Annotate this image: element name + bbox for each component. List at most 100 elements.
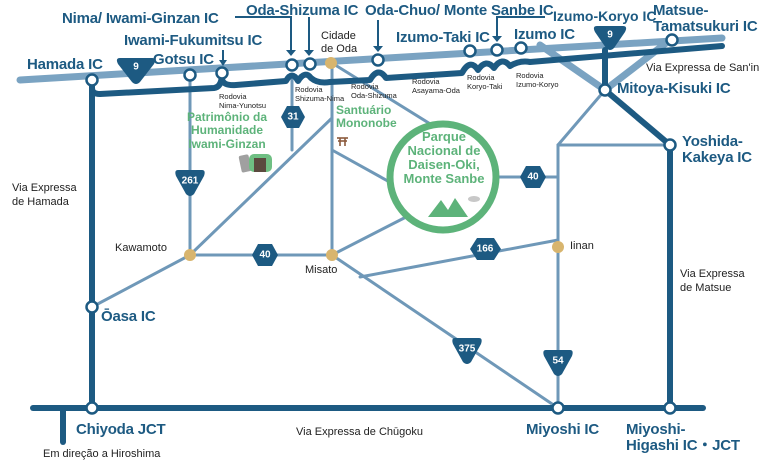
label-line: Kakeya IC: [682, 148, 752, 166]
label-line: Nima-Yunotsu: [219, 101, 267, 110]
hex-40-east: 40: [520, 166, 546, 188]
ic-izumo-taki: [463, 44, 477, 58]
town-dots: [184, 57, 564, 261]
label-line: Nacional de: [407, 143, 481, 159]
dot-oda: [325, 57, 337, 69]
label-matsue-tamatsukuri-ic: Matsue- Tamatsukuri IC: [653, 3, 758, 35]
label-line: de Hamada: [12, 196, 69, 209]
label-mononobe-shrine: Santuário Mononobe: [336, 103, 397, 131]
shield-375: 375: [452, 338, 482, 364]
route-misato-375: [330, 253, 560, 410]
dot-misato: [326, 249, 338, 261]
label-izumo-ic: Izumo IC: [514, 26, 575, 43]
interchange-markers: [85, 33, 679, 415]
mine-icon: [238, 154, 272, 173]
ic-chiyoda: [85, 401, 99, 415]
expressways-dark: [30, 43, 725, 445]
route-misato-park: [330, 213, 412, 257]
route-mononobe-park: [330, 148, 397, 187]
label-via-expressa-chugoku: Via Expressa de Chūgoku: [296, 426, 423, 438]
svg-text:166: 166: [477, 244, 494, 255]
label-line: Miyoshi-: [626, 421, 686, 438]
label-nima-iwami-ginzan-ic: Nima/ Iwami-Ginzan IC: [62, 10, 219, 27]
label-rodovia-asayama-oda: Rodovia Asayama-Oda: [412, 77, 460, 95]
label-line: Rodovia: [412, 77, 440, 86]
label-line: Rodovia: [516, 71, 544, 80]
ic-miyoshi: [551, 401, 565, 415]
svg-text:261: 261: [182, 176, 199, 187]
route-54-north: [556, 88, 607, 147]
label-izumo-koryo-ic: Izumo-Koryo IC: [553, 8, 657, 24]
dot-kawamoto: [184, 249, 196, 261]
svg-text:9: 9: [607, 30, 613, 41]
svg-text:40: 40: [259, 250, 271, 261]
label-mitoya-kisuki-ic: Mitoya-Kisuki IC: [617, 80, 731, 97]
label-line: Santuário: [336, 103, 392, 117]
label-iinan: Iinan: [570, 240, 594, 252]
label-rodovia-koryo-taki: Rodovia Koryo-Taki: [467, 73, 502, 91]
label-miyoshi-higashi-ic-jct: Miyoshi- Higashi IC・JCT: [626, 422, 740, 454]
label-line: Daisen-Oki,: [408, 157, 480, 173]
label-line: Izumo-Koryo: [516, 80, 559, 89]
ic-oda-shizuma: [303, 57, 317, 71]
label-iwami-ginzan-heritage: Patrimônio da Humanidade Iwami-Ginzan: [187, 110, 268, 151]
label-chiyoda-jct: Chiyoda JCT: [76, 421, 166, 438]
shrine-torii-icon: [337, 137, 348, 146]
ic-nima: [285, 58, 299, 72]
label-line: Higashi IC・JCT: [626, 436, 740, 454]
label-oasa-ic: Ōasa IC: [101, 308, 156, 325]
label-via-expressa-san-in: Via Expressa de San'in: [646, 62, 760, 74]
label-rodovia-izumo-koryo: Rodovia Izumo-Koryo: [516, 71, 559, 89]
label-line: Parque: [421, 129, 467, 144]
label-line: Rodovia: [351, 82, 379, 91]
ic-hamada: [85, 73, 99, 87]
label-line: Rodovia: [219, 92, 247, 101]
label-line: de Oda: [321, 42, 358, 55]
route-166: [358, 238, 560, 279]
label-yoshida-kakeya-ic: Yoshida- Kakeya IC: [682, 134, 752, 166]
ic-izumo: [514, 41, 528, 55]
label-line: Iwami-Ginzan: [188, 136, 266, 151]
shield-9-east: 9: [593, 26, 627, 50]
mountain-icon: [428, 196, 480, 217]
label-daisen-oki-park: Parque Nacional de Daisen-Oki, Monte San…: [401, 129, 487, 186]
hex-40-west: 40: [252, 244, 278, 266]
svg-text:375: 375: [459, 344, 476, 355]
label-cidade-de-oda: Cidade de Oda: [321, 30, 357, 55]
svg-text:54: 54: [552, 356, 564, 367]
dot-iinan: [552, 241, 564, 253]
shield-54: 54: [543, 350, 573, 376]
ic-matsue-tamatsukuri: [665, 33, 679, 47]
label-miyoshi-ic: Miyoshi IC: [526, 421, 600, 438]
label-rodovia-oda-shizuma: Rodovia Oda-Shizuma: [351, 82, 397, 100]
ic-mitoya-kisuki: [598, 83, 612, 97]
ic-oasa: [85, 300, 99, 314]
label-line: Patrimônio da: [187, 110, 268, 124]
label-rodovia-nima-yunotsu: Rodovia Nima-Yunotsu: [219, 92, 266, 110]
svg-text:40: 40: [527, 172, 539, 183]
hex-31: 31: [281, 106, 305, 128]
label-line: Koryo-Taki: [467, 82, 503, 91]
route-kawamoto-diag: [188, 116, 334, 257]
label-izumo-taki-ic: Izumo-Taki IC: [396, 29, 490, 46]
label-line: Tamatsukuri IC: [653, 17, 758, 35]
label-line: Asayama-Oda: [412, 86, 460, 95]
label-line: Mononobe: [336, 116, 397, 131]
ic-oda-chuo: [371, 53, 385, 67]
label-via-expressa-hamada: Via Expressa de Hamada: [12, 181, 77, 210]
label-misato: Misato: [305, 264, 338, 276]
hex-166: 166: [470, 238, 501, 260]
park-circle: [386, 120, 500, 234]
label-oda-chuo-ic: Oda-Chuo/ Monte Sanbe IC: [365, 2, 554, 19]
label-gotsu-ic: Gotsu IC: [153, 51, 214, 68]
svg-text:31: 31: [287, 112, 299, 123]
ic-izumo-koryo: [490, 43, 504, 57]
label-via-expressa-matsue: Via Expressa de Matsue: [680, 267, 745, 296]
label-hiroshima-direction: Em direção a Hiroshima: [43, 448, 161, 460]
san-in-dark: [219, 43, 725, 89]
label-line: Via Expressa: [12, 182, 77, 194]
label-line: Rodovia: [295, 85, 323, 94]
label-oda-shizuma-ic: Oda-Shizuma IC: [246, 2, 359, 19]
ic-gotsu: [183, 68, 197, 82]
